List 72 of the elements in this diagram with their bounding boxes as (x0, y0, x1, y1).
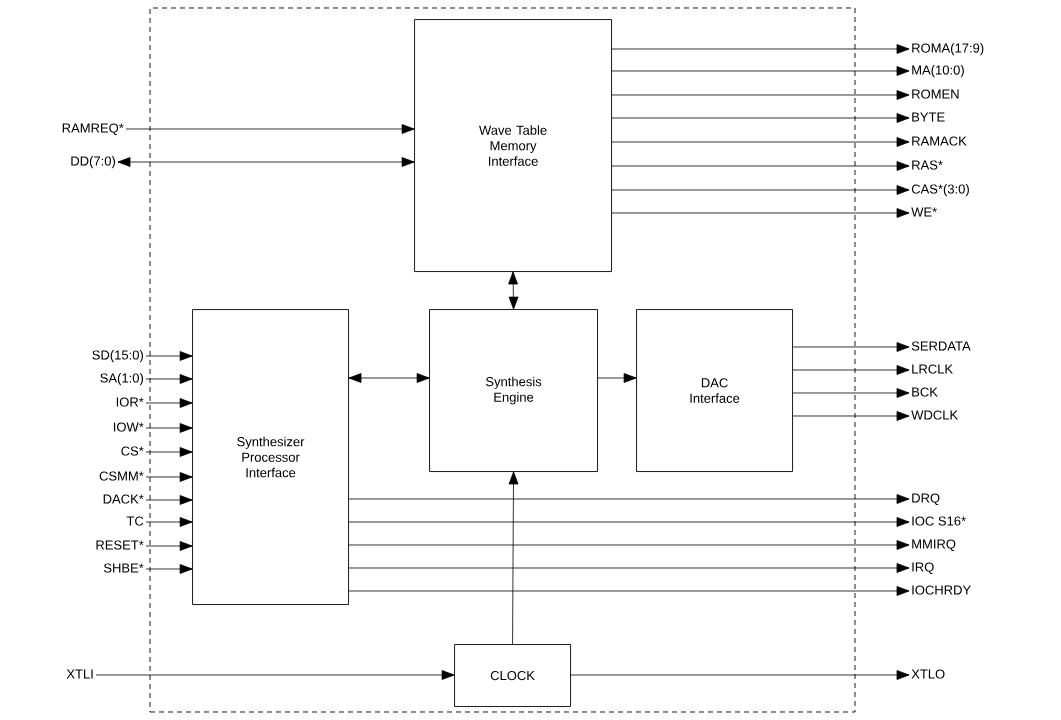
signal-label: RESET* (96, 540, 144, 550)
signal-label: BYTE (912, 112, 945, 122)
signal-label: BCK (912, 387, 938, 397)
arrow (348, 563, 910, 573)
arrow (570, 670, 910, 680)
signal-label: LRCLK (912, 364, 953, 374)
signal-label: CS* (121, 446, 144, 456)
signal-label: SERDATA (911, 341, 971, 351)
signal-label: MA(10:0) (912, 65, 964, 78)
chip-boundary (149, 7, 856, 713)
arrow (792, 411, 910, 421)
arrow (611, 44, 910, 54)
arrow (792, 342, 910, 352)
signal-label: RAMREQ* (62, 123, 124, 135)
signal-label: ROMEN (912, 89, 959, 99)
signal-label: ROMA(17:9) (912, 43, 984, 56)
signal-label: IOCHRDY (912, 585, 971, 595)
signal-label: TC (126, 516, 144, 526)
signal-label: XTLO (911, 669, 945, 679)
arrow (611, 66, 910, 76)
arrow (611, 185, 910, 195)
signal-label: SD(15:0) (92, 350, 143, 363)
signal-label: CAS*(3:0) (911, 184, 969, 197)
signal-label: WE* (911, 207, 937, 217)
arrow (95, 670, 455, 680)
arrow (145, 472, 193, 482)
arrow (145, 541, 193, 551)
arrow (145, 517, 193, 527)
signal-label: RAMACK (912, 136, 967, 146)
arrow (508, 471, 519, 645)
block-box: Synthesizer Processor Interface (192, 309, 349, 605)
arrow (145, 447, 193, 457)
arrow (145, 351, 193, 361)
arrow (145, 423, 193, 433)
signal-label: WDCLK (911, 410, 958, 420)
signal-label: IOC S16* (912, 516, 966, 526)
signal-label: IRQ (912, 562, 934, 574)
signal-label: SHBE* (103, 563, 144, 573)
arrow (348, 540, 910, 550)
arrow (792, 388, 910, 398)
arrow (145, 374, 193, 384)
arrow (792, 365, 910, 375)
arrow (348, 517, 910, 527)
arrow (611, 90, 910, 100)
arrow (117, 157, 415, 167)
signal-label: SA(1:0) (100, 373, 143, 386)
arrow (611, 137, 910, 147)
signal-label: IOR* (116, 397, 144, 407)
signal-label: MMIRQ (912, 539, 956, 551)
arrow (145, 564, 193, 574)
signal-label: DRQ (912, 493, 940, 505)
block-box: CLOCK (454, 644, 571, 707)
block-box: Synthesis Engine (429, 309, 598, 472)
signal-label: DACK* (103, 494, 144, 504)
arrow (348, 494, 910, 504)
arrow (145, 398, 193, 408)
arrow (145, 495, 193, 505)
arrow (611, 208, 910, 218)
block-box: Wave Table Memory Interface (414, 19, 612, 272)
arrow (125, 124, 415, 134)
arrow (611, 113, 910, 123)
arrow (508, 271, 519, 310)
signal-label: DD(7:0) (71, 156, 115, 169)
signal-label: IOW* (113, 422, 144, 432)
signal-label: CSMM* (99, 471, 144, 481)
arrow (348, 373, 430, 383)
arrow (348, 586, 910, 596)
arrow (597, 373, 637, 383)
signal-label: RAS* (912, 160, 943, 170)
block-box: DAC Interface (636, 309, 793, 472)
arrow (611, 161, 910, 171)
signal-label: XTLI (66, 669, 93, 679)
